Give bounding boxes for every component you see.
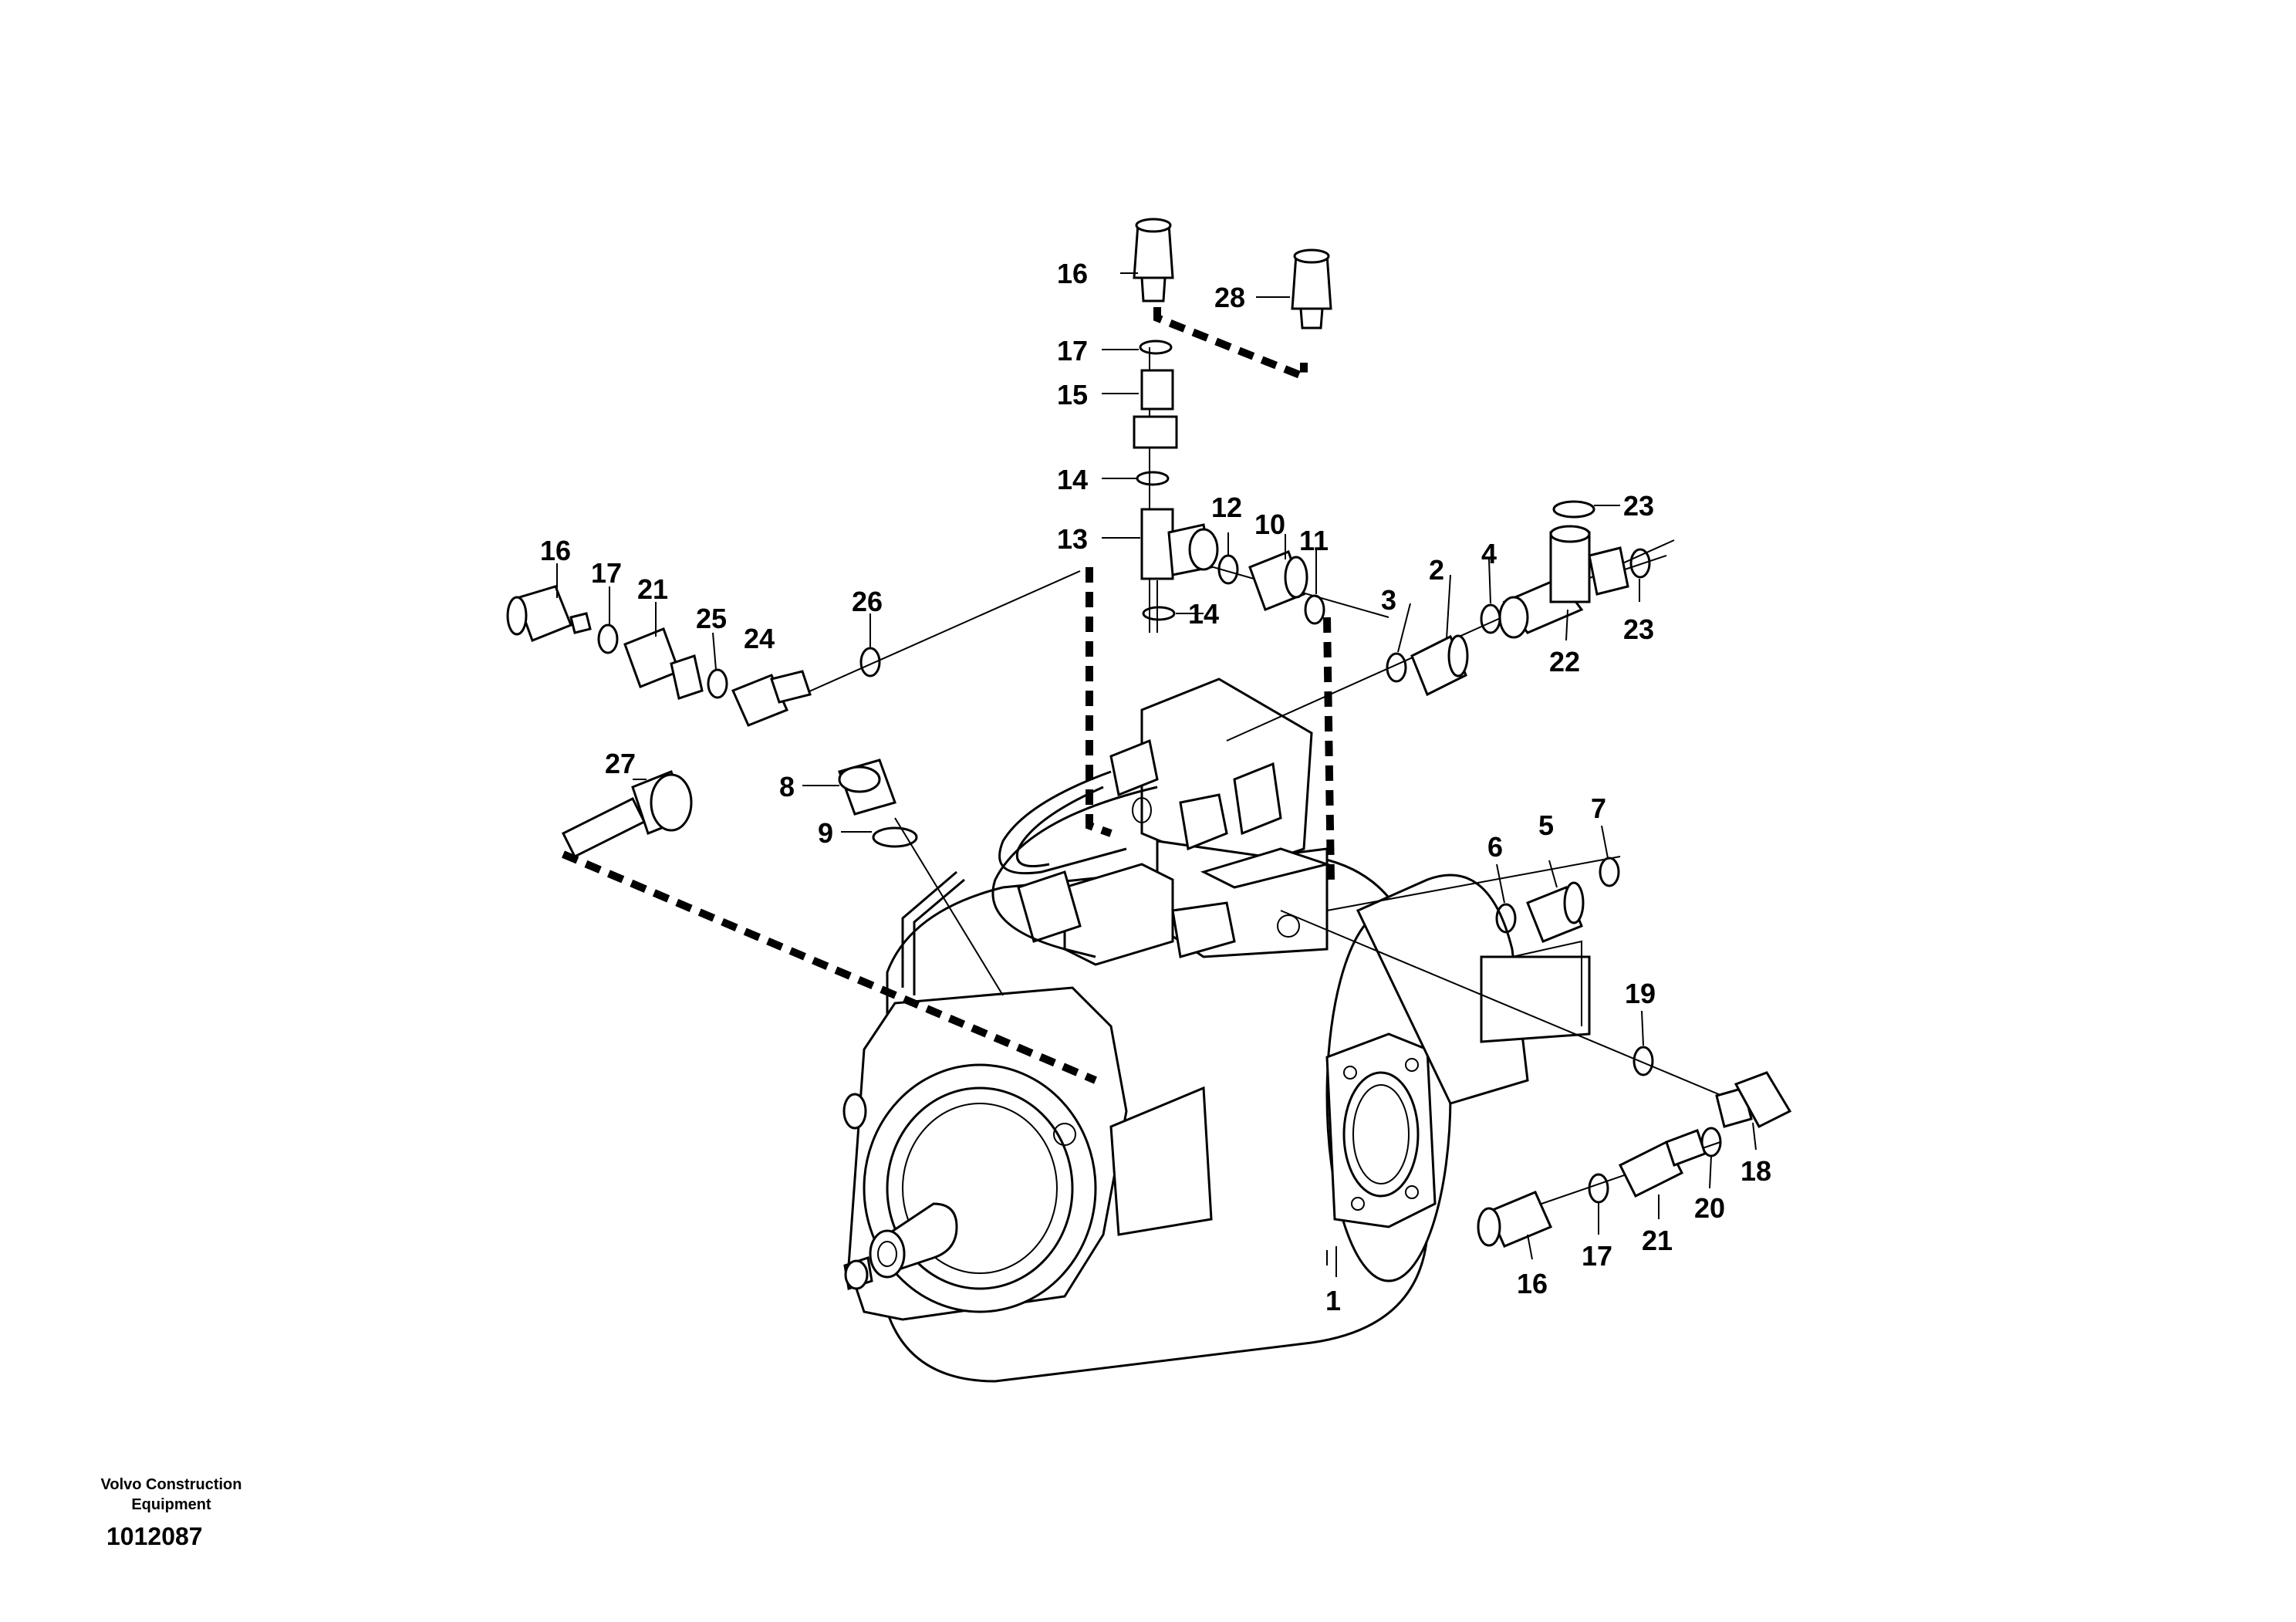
callout-2: 2 bbox=[1429, 554, 1444, 586]
callout-6: 6 bbox=[1487, 831, 1503, 863]
callout-26: 26 bbox=[852, 586, 883, 617]
callout-23-top: 23 bbox=[1623, 490, 1654, 522]
control-valve-block bbox=[901, 678, 1332, 995]
callout-14-top: 14 bbox=[1057, 464, 1088, 495]
callout-12: 12 bbox=[1211, 492, 1242, 523]
callout-21-left: 21 bbox=[637, 573, 668, 605]
callout-16-left: 16 bbox=[540, 535, 571, 566]
callout-23-bottom: 23 bbox=[1623, 613, 1654, 645]
callout-16-right: 16 bbox=[1517, 1268, 1548, 1299]
callout-24: 24 bbox=[744, 623, 775, 654]
callout-17-top: 17 bbox=[1057, 335, 1088, 367]
callout-leaders bbox=[556, 272, 1757, 1277]
callout-28: 28 bbox=[1214, 282, 1245, 313]
callout-8: 8 bbox=[779, 771, 795, 803]
lower-right-fitting-chain bbox=[1477, 1046, 1792, 1248]
callout-22: 22 bbox=[1549, 646, 1580, 678]
callout-25: 25 bbox=[696, 603, 727, 634]
callout-10: 10 bbox=[1254, 509, 1285, 540]
callout-17-right: 17 bbox=[1582, 1240, 1612, 1272]
hose-routing-dashes bbox=[562, 307, 1335, 1084]
callout-15: 15 bbox=[1057, 379, 1088, 411]
callout-18: 18 bbox=[1741, 1155, 1771, 1187]
callout-11: 11 bbox=[1299, 525, 1329, 556]
callout-9: 9 bbox=[818, 817, 833, 849]
callout-20: 20 bbox=[1694, 1192, 1725, 1224]
callout-4: 4 bbox=[1481, 538, 1497, 569]
left-fitting-chain bbox=[506, 585, 881, 727]
callout-1: 1 bbox=[1325, 1285, 1341, 1316]
callout-16-top: 16 bbox=[1057, 258, 1088, 289]
callout-3: 3 bbox=[1381, 584, 1396, 616]
hydraulic-pump-body bbox=[842, 855, 1591, 1383]
bolt-and-plug bbox=[561, 759, 918, 859]
callout-7: 7 bbox=[1591, 792, 1606, 824]
brand-line-1: Volvo Construction bbox=[101, 1476, 242, 1493]
top-fitting-chain bbox=[1133, 218, 1332, 633]
callout-21-right: 21 bbox=[1642, 1225, 1673, 1256]
callout-19: 19 bbox=[1625, 978, 1656, 1009]
callout-labels: 16 28 17 15 14 13 12 10 11 14 23 23 22 4… bbox=[540, 258, 1771, 1316]
callout-17-left: 17 bbox=[591, 557, 622, 589]
callout-13: 13 bbox=[1057, 523, 1088, 555]
right-tee-chain bbox=[1386, 500, 1651, 697]
brand-line-2: Equipment bbox=[131, 1496, 211, 1513]
footer-block: Volvo Construction Equipment 1012087 bbox=[101, 1476, 242, 1550]
callout-14-bottom: 14 bbox=[1188, 598, 1219, 630]
callout-27: 27 bbox=[605, 748, 636, 779]
drawing-number: 1012087 bbox=[106, 1522, 203, 1550]
mid-right-fitting-chain bbox=[1495, 857, 1620, 943]
callout-5: 5 bbox=[1538, 809, 1554, 841]
